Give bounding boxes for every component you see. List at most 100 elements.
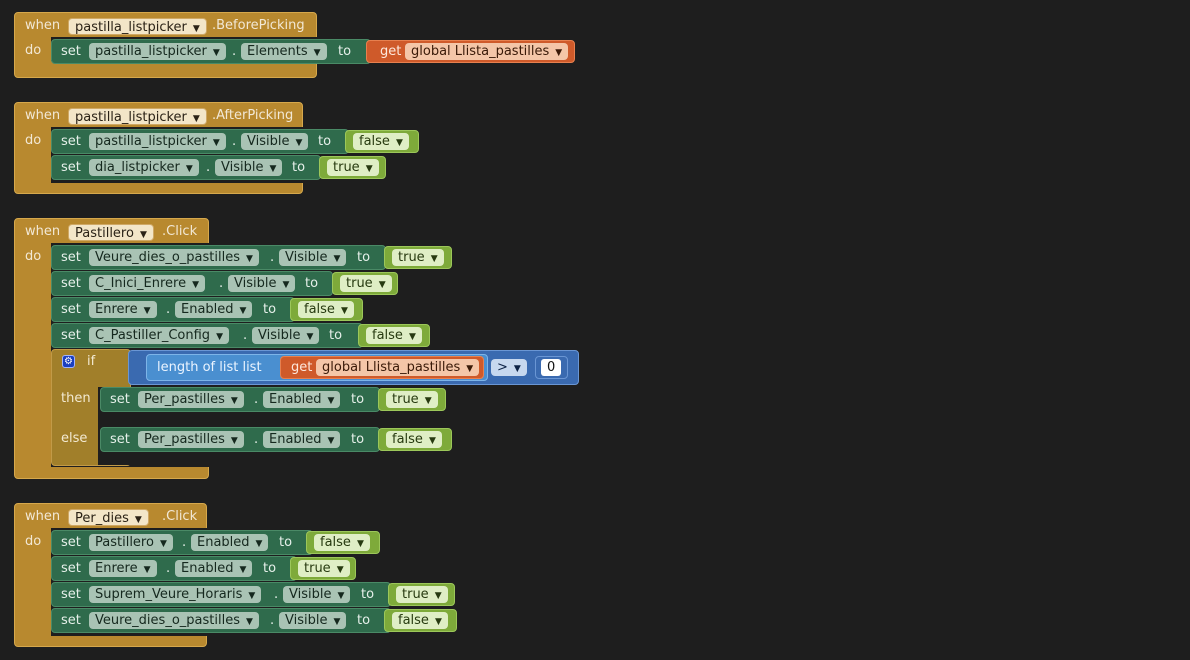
component-dropdown[interactable]: Suprem_Veure_Horaris▼ [89,586,262,603]
boolean-dropdown[interactable]: true▼ [340,275,392,292]
boolean-dropdown[interactable]: true▼ [396,586,448,603]
chevron-down-icon: ▼ [248,591,256,601]
property-dropdown[interactable]: Enabled▼ [263,431,341,448]
property-dropdown[interactable]: Enabled▼ [175,560,253,577]
operator-dropdown[interactable]: >▼ [491,359,527,376]
to-keyword: to [351,432,365,447]
component-dropdown[interactable]: Pastillero▼ [68,224,154,241]
chevron-down-icon: ▼ [337,591,345,601]
component-dropdown[interactable]: Per_dies▼ [68,509,149,526]
do-keyword: do [25,534,42,549]
set-keyword: set [61,613,81,628]
component-dropdown[interactable]: Veure_dies_o_pastilles▼ [89,612,259,629]
to-keyword: to [338,44,352,59]
property-dropdown[interactable]: Enabled▼ [191,534,269,551]
set-keyword: set [61,561,81,576]
set-keyword: set [61,44,81,59]
to-keyword: to [263,561,277,576]
property-dropdown[interactable]: Enabled▼ [175,301,253,318]
do-keyword: do [25,249,42,264]
to-keyword: to [305,276,319,291]
variable-dropdown[interactable]: global Llista_pastilles▼ [316,359,480,376]
set-keyword: set [61,328,81,343]
number-field[interactable]: 0 [541,359,562,376]
chevron-down-icon: ▼ [378,280,386,290]
chevron-down-icon: ▼ [282,280,290,290]
dot-separator: . [182,535,187,550]
component-dropdown[interactable]: pastilla_listpicker▼ [89,43,226,60]
boolean-dropdown[interactable]: true▼ [392,249,444,266]
dot-separator: . [219,276,224,291]
set-keyword: set [110,432,130,447]
chevron-down-icon: ▼ [212,48,220,58]
set-keyword: set [61,587,81,602]
component-dropdown[interactable]: Enrere▼ [89,301,157,318]
chevron-down-icon: ▼ [408,332,416,342]
chevron-down-icon: ▼ [333,617,341,627]
chevron-down-icon: ▼ [159,539,167,549]
dot-separator: . [254,392,259,407]
chevron-down-icon: ▼ [395,138,403,148]
property-dropdown[interactable]: Visible▼ [279,612,347,629]
component-dropdown[interactable]: Pastillero▼ [89,534,173,551]
boolean-dropdown[interactable]: true▼ [327,159,379,176]
set-block[interactable] [51,556,297,581]
boolean-dropdown[interactable]: false▼ [298,301,354,318]
boolean-dropdown[interactable]: false▼ [386,431,442,448]
component-dropdown[interactable]: C_Pastiller_Config▼ [89,327,229,344]
set-keyword: set [61,276,81,291]
dot-separator: . [206,160,211,175]
component-dropdown[interactable]: pastilla_listpicker▼ [89,133,226,150]
component-dropdown[interactable]: dia_listpicker▼ [89,159,199,176]
component-dropdown[interactable]: Enrere▼ [89,560,157,577]
to-keyword: to [318,134,332,149]
component-dropdown[interactable]: C_Inici_Enrere▼ [89,275,206,292]
chevron-down-icon: ▼ [269,164,277,174]
boolean-dropdown[interactable]: false▼ [314,534,370,551]
to-keyword: to [357,250,371,265]
component-dropdown[interactable]: pastilla_listpicker▼ [68,108,207,125]
chevron-down-icon: ▼ [340,306,348,316]
then-keyword: then [61,391,91,406]
chevron-down-icon: ▼ [212,138,220,148]
chevron-down-icon: ▼ [192,24,200,34]
to-keyword: to [292,160,306,175]
property-dropdown[interactable]: Visible▼ [228,275,296,292]
chevron-down-icon: ▼ [434,591,442,601]
dot-separator: . [270,613,275,628]
set-block[interactable] [51,297,295,322]
property-dropdown[interactable]: Visible▼ [241,133,309,150]
boolean-dropdown[interactable]: false▼ [366,327,422,344]
chevron-down-icon: ▼ [192,114,200,124]
property-dropdown[interactable]: Visible▼ [252,327,320,344]
property-dropdown[interactable]: Visible▼ [215,159,283,176]
property-dropdown[interactable]: Elements▼ [241,43,327,60]
chevron-down-icon: ▼ [430,254,438,264]
get-keyword: get [380,44,402,59]
property-dropdown[interactable]: Visible▼ [283,586,351,603]
chevron-down-icon: ▼ [466,364,474,374]
dot-separator: . [270,250,275,265]
component-dropdown[interactable]: pastilla_listpicker▼ [68,18,207,35]
boolean-dropdown[interactable]: true▼ [386,391,438,408]
gear-icon[interactable]: ⚙ [62,355,75,368]
component-dropdown[interactable]: Per_pastilles▼ [138,431,244,448]
property-dropdown[interactable]: Enabled▼ [263,391,341,408]
set-keyword: set [61,160,81,175]
event-name: .Click [162,509,198,524]
chevron-down-icon: ▼ [327,436,335,446]
boolean-dropdown[interactable]: false▼ [392,612,448,629]
boolean-dropdown[interactable]: false▼ [353,133,409,150]
chevron-down-icon: ▼ [239,306,247,316]
component-dropdown[interactable]: Veure_dies_o_pastilles▼ [89,249,259,266]
component-dropdown[interactable]: Per_pastilles▼ [138,391,244,408]
to-keyword: to [357,613,371,628]
set-keyword: set [61,535,81,550]
chevron-down-icon: ▼ [333,254,341,264]
variable-dropdown[interactable]: global Llista_pastilles▼ [405,43,569,60]
do-keyword: do [25,133,42,148]
property-dropdown[interactable]: Visible▼ [279,249,347,266]
chevron-down-icon: ▼ [434,617,442,627]
boolean-dropdown[interactable]: true▼ [298,560,350,577]
chevron-down-icon: ▼ [192,280,200,290]
